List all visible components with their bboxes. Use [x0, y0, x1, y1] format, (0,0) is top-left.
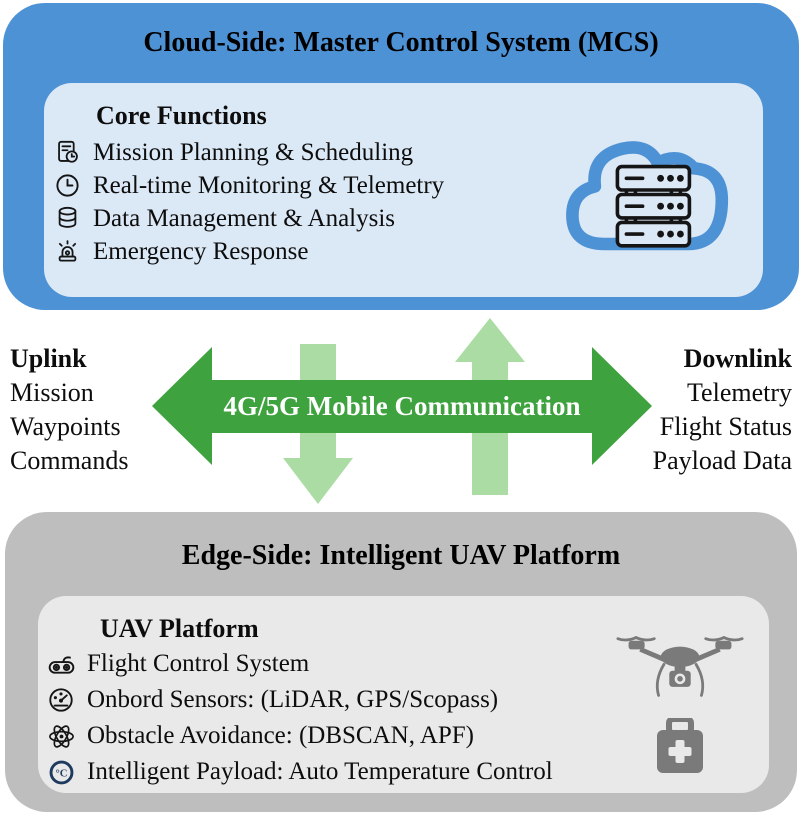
uplink-item: Mission	[10, 378, 94, 407]
uav-platform-list: Flight Control System Onbord Sens	[38, 646, 638, 790]
list-item: °C Intelligent Payload: Auto Temperature…	[38, 754, 638, 790]
core-functions-heading: Core Functions	[96, 101, 267, 130]
cloud-side-box: Cloud-Side: Master Control System (MCS) …	[3, 3, 799, 310]
list-item: Data Management & Analysis	[44, 202, 564, 235]
atom-icon	[44, 722, 78, 751]
list-item: Real-time Monitoring & Telemetry	[44, 169, 564, 202]
uav-platform-heading: UAV Platform	[100, 614, 259, 643]
list-item-label: Obstacle Avoidance: (DBSCAN, APF)	[87, 722, 475, 749]
uplink-title: Uplink	[10, 344, 87, 373]
list-item-label: Real-time Monitoring & Telemetry	[93, 171, 445, 199]
edge-side-box: Edge-Side: Intelligent UAV Platform UAV …	[5, 512, 797, 812]
uplink-text-block: Uplink Mission Waypoints Commands	[10, 342, 128, 478]
core-functions-panel: Core Functions Mission Planning & Schedu…	[44, 83, 763, 297]
first-aid-kit-icon	[655, 718, 705, 776]
communication-channel-label: 4G/5G Mobile Communication	[223, 391, 581, 421]
list-item: Flight Control System	[38, 646, 638, 682]
uplink-item: Commands	[10, 446, 129, 475]
temperature-icon: °C	[44, 759, 78, 786]
cloud-side-title: Cloud-Side: Master Control System (MCS)	[143, 27, 659, 58]
uav-platform-panel: UAV Platform Flight Control System	[38, 596, 769, 793]
list-item-label: Onbord Sensors: (LiDAR, GPS/Scopass)	[87, 686, 499, 713]
siren-icon	[50, 238, 84, 265]
list-item-label: Flight Control System	[87, 650, 310, 677]
list-item-label: Intelligent Payload: Auto Temperature Co…	[87, 758, 553, 785]
database-icon	[50, 205, 84, 232]
gauge-icon	[44, 686, 78, 714]
drone-icon	[615, 629, 745, 704]
list-item: Emergency Response	[44, 235, 564, 268]
downlink-item: Payload Data	[652, 446, 792, 475]
list-item: Onbord Sensors: (LiDAR, GPS/Scopass)	[38, 682, 638, 718]
edge-side-title: Edge-Side: Intelligent UAV Platform	[181, 540, 621, 571]
svg-text:°C: °C	[55, 767, 67, 779]
mission-planning-icon	[50, 139, 84, 166]
downlink-title: Downlink	[683, 344, 792, 373]
downlink-item: Flight Status	[659, 412, 792, 441]
list-item-label: Emergency Response	[93, 237, 309, 265]
cloud-server-icon	[557, 109, 757, 271]
communication-channel-arrow	[152, 347, 652, 465]
core-functions-list: Mission Planning & Scheduling Real-time …	[44, 136, 564, 268]
downlink-item: Telemetry	[686, 378, 792, 407]
downlink-text-block: Downlink Telemetry Flight Status Payload…	[653, 342, 792, 478]
list-item-label: Mission Planning & Scheduling	[93, 138, 414, 166]
uplink-item: Waypoints	[10, 412, 121, 441]
list-item: Obstacle Avoidance: (DBSCAN, APF)	[38, 718, 638, 754]
list-item-label: Data Management & Analysis	[93, 204, 396, 232]
clock-icon	[50, 172, 84, 199]
list-item: Mission Planning & Scheduling	[44, 136, 564, 169]
gamepad-icon	[44, 650, 78, 679]
communication-arrows	[152, 318, 652, 504]
